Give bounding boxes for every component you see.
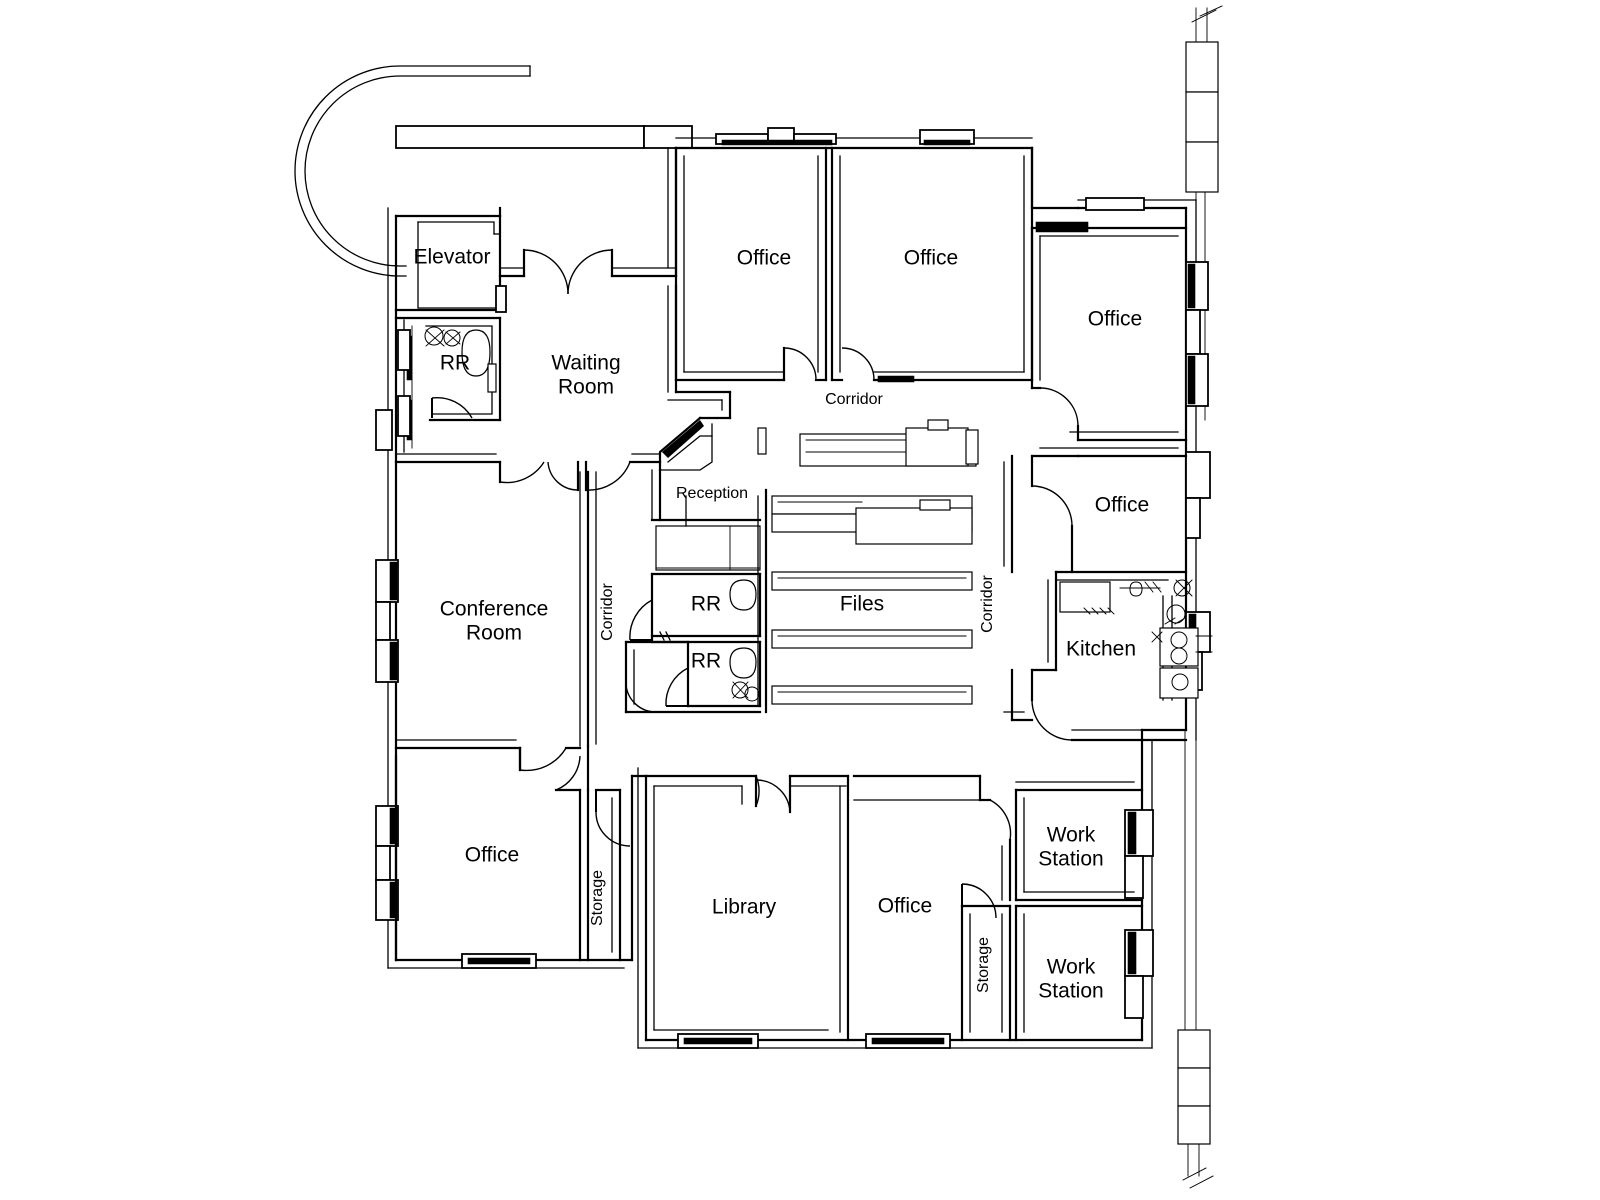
label-office-top-right: Office (904, 247, 958, 270)
label-corridor-left: Corridor (599, 582, 616, 640)
restroom-north (394, 316, 502, 453)
label-conference-room-line1: Conference (440, 598, 549, 621)
label-restroom-mid: RR (691, 593, 721, 616)
curved-entry-canopy-wall (294, 65, 531, 277)
office-bottom-mid-room (852, 774, 1012, 902)
label-conference-room-line2: Room (466, 622, 522, 645)
storage-left-room (578, 788, 631, 962)
label-waiting-room-line2: Room (558, 376, 614, 399)
label-storage-right: Storage (975, 937, 992, 993)
library-room (644, 774, 850, 1042)
elevator-room (394, 214, 507, 313)
work-station-upper-room (1014, 781, 1144, 902)
label-office-top-left: Office (737, 247, 791, 270)
label-elevator: Elevator (413, 246, 490, 269)
label-work-station-upper-line2: Station (1038, 848, 1103, 871)
corridor-left-walls (579, 470, 597, 962)
label-office-right-lower: Office (1095, 494, 1149, 517)
label-restroom-south: RR (691, 650, 721, 673)
kitchen-room (1030, 570, 1213, 742)
office-right-upper-room (1030, 221, 1188, 442)
office-bottom-left-door (518, 746, 582, 792)
reception-area (650, 468, 762, 571)
label-office-right-upper: Office (1088, 308, 1142, 331)
label-files: Files (840, 593, 884, 616)
label-kitchen: Kitchen (1066, 638, 1136, 661)
entry-beam (395, 125, 693, 149)
label-library: Library (712, 896, 777, 919)
label-office-bottom-mid: Office (878, 895, 932, 918)
label-corridor-top: Corridor (825, 391, 883, 408)
room-labels: Elevator RR Waiting Room Office Office C… (413, 246, 1149, 1003)
label-waiting-room-line1: Waiting (551, 352, 620, 375)
files-room (757, 488, 973, 714)
conference-room-walls (394, 739, 582, 772)
restroom-mid (629, 572, 762, 642)
label-corridor-right: Corridor (979, 574, 996, 632)
office-right-lower-room (1030, 447, 1188, 574)
corridor-cabinet-unit (757, 419, 979, 467)
label-storage-left: Storage (589, 870, 606, 926)
label-work-station-lower-line1: Work (1047, 956, 1096, 979)
building-envelope (375, 127, 1211, 1049)
section-marker-bottom (1177, 729, 1214, 1189)
office-top-left-room (674, 146, 828, 382)
label-office-bottom-left: Office (465, 844, 519, 867)
work-station-lower-room (1014, 904, 1144, 1042)
corridor-right-walls (1003, 454, 1034, 722)
label-reception: Reception (676, 485, 748, 502)
label-restroom-north: RR (440, 352, 470, 375)
restroom-south (624, 640, 762, 714)
label-work-station-lower-line2: Station (1038, 980, 1103, 1003)
storage-right-room (960, 883, 1012, 1042)
label-work-station-upper-line1: Work (1047, 824, 1096, 847)
